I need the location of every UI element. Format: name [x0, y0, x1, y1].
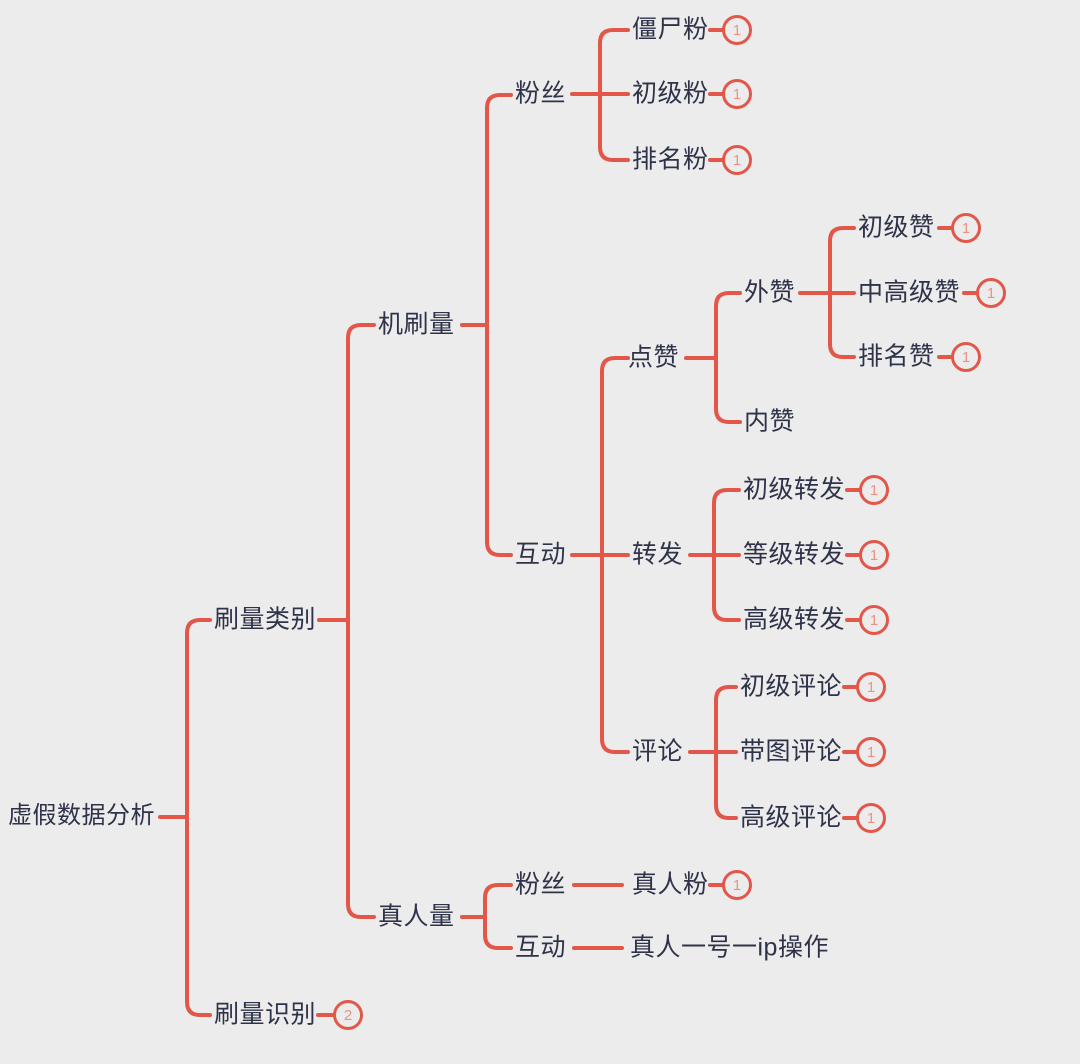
badge-count: 1	[866, 678, 876, 696]
node-machine-volume[interactable]: 机刷量	[378, 310, 455, 339]
node-real-interaction[interactable]: 互动	[515, 933, 567, 962]
node-image-comments[interactable]: 带图评论	[740, 737, 843, 766]
badge-count: 1	[961, 219, 971, 237]
badge-count: 1	[986, 284, 996, 302]
node-basic-fans[interactable]: 初级粉	[632, 79, 709, 108]
node-real-fans[interactable]: 粉丝	[515, 870, 567, 899]
badge-count: 1	[732, 85, 742, 103]
node-internal-likes[interactable]: 内赞	[744, 407, 796, 436]
node-reposts[interactable]: 转发	[632, 540, 684, 569]
node-real-person-fans[interactable]: 真人粉	[632, 870, 709, 899]
badge-image-comments[interactable]: 1	[856, 737, 886, 767]
node-root-fake-data-analysis[interactable]: 虚假数据分析	[8, 802, 155, 830]
badge-basic-fans[interactable]: 1	[722, 79, 752, 109]
badge-brushing-detection[interactable]: 2	[333, 1000, 363, 1030]
badge-real-person-fans[interactable]: 1	[722, 870, 752, 900]
badge-zombie-fans[interactable]: 1	[722, 15, 752, 45]
connector-machine-interaction-bracket	[600, 356, 630, 754]
node-comments[interactable]: 评论	[632, 737, 684, 766]
badge-basic-reposts[interactable]: 1	[859, 475, 889, 505]
badge-count: 1	[869, 481, 879, 499]
connector-comments-bracket	[714, 685, 738, 820]
connector-category-bracket	[346, 323, 376, 919]
badge-count: 1	[732, 21, 742, 39]
connector-likes-bracket	[714, 291, 742, 424]
badge-ranking-fans[interactable]: 1	[722, 145, 752, 175]
badge-count: 1	[961, 348, 971, 366]
connector-reposts-bracket	[712, 488, 741, 622]
badge-advanced-reposts[interactable]: 1	[859, 605, 889, 635]
badge-count: 1	[869, 611, 879, 629]
node-advanced-comments[interactable]: 高级评论	[740, 803, 843, 832]
node-level-reposts[interactable]: 等级转发	[743, 540, 846, 569]
node-real-person-volume[interactable]: 真人量	[378, 902, 455, 931]
connector-machine-fans-bracket	[598, 28, 630, 162]
node-advanced-reposts[interactable]: 高级转发	[743, 605, 846, 634]
node-machine-interaction[interactable]: 互动	[515, 540, 567, 569]
badge-mid-high-likes[interactable]: 1	[976, 278, 1006, 308]
badge-count: 1	[866, 809, 876, 827]
node-basic-comments[interactable]: 初级评论	[740, 672, 843, 701]
node-machine-fans[interactable]: 粉丝	[515, 79, 567, 108]
badge-level-reposts[interactable]: 1	[859, 540, 889, 570]
node-external-likes[interactable]: 外赞	[744, 278, 796, 307]
badge-basic-comments[interactable]: 1	[856, 672, 886, 702]
badge-ranking-likes[interactable]: 1	[951, 342, 981, 372]
node-likes[interactable]: 点赞	[628, 343, 680, 372]
node-brushing-detection[interactable]: 刷量识别	[214, 1000, 317, 1029]
connector-root-bracket	[185, 618, 212, 1017]
node-ranking-likes[interactable]: 排名赞	[858, 342, 935, 371]
badge-count: 1	[866, 743, 876, 761]
node-ranking-fans[interactable]: 排名粉	[632, 145, 709, 174]
node-brushing-category[interactable]: 刷量类别	[214, 605, 317, 634]
connector-external-likes-bracket	[828, 226, 856, 359]
badge-basic-likes[interactable]: 1	[951, 213, 981, 243]
badge-advanced-comments[interactable]: 1	[856, 803, 886, 833]
badge-count: 1	[869, 546, 879, 564]
node-zombie-fans[interactable]: 僵尸粉	[632, 15, 709, 44]
connector-real-bracket	[483, 883, 513, 950]
node-basic-reposts[interactable]: 初级转发	[743, 475, 846, 504]
badge-count: 1	[732, 876, 742, 894]
node-mid-high-likes[interactable]: 中高级赞	[858, 278, 961, 307]
badge-count: 2	[343, 1006, 353, 1024]
node-basic-likes[interactable]: 初级赞	[858, 213, 935, 242]
badge-count: 1	[732, 151, 742, 169]
node-real-one-account-one-ip[interactable]: 真人一号一ip操作	[630, 933, 829, 962]
connector-machine-bracket	[485, 93, 513, 557]
